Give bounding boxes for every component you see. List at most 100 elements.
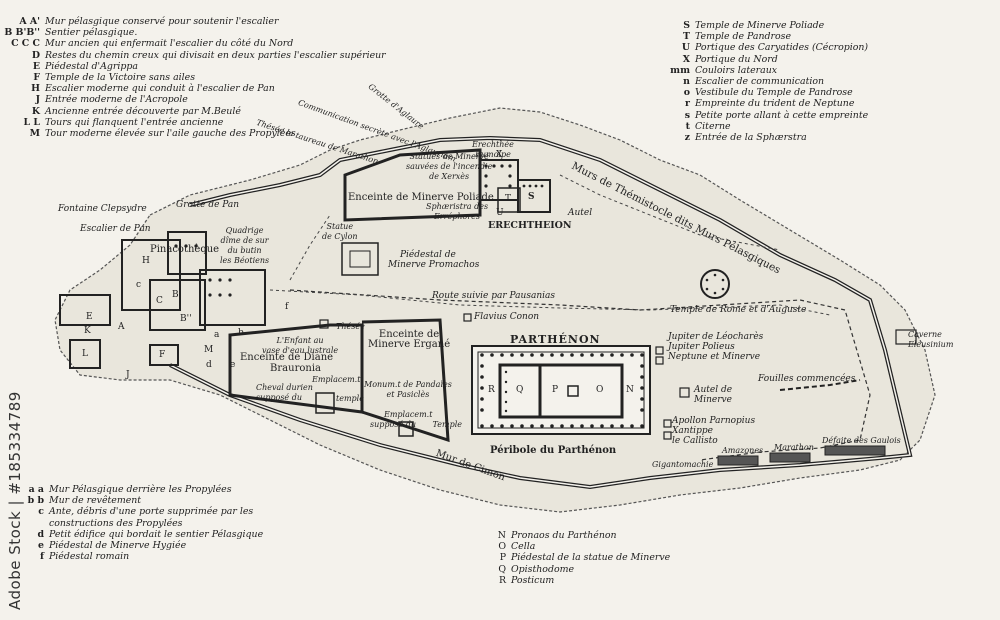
letter-R: R	[488, 385, 495, 395]
south-wall-monuments	[717, 445, 886, 466]
escalier-pan-label: Escalier de Pan	[80, 224, 151, 234]
letter-O: O	[596, 385, 604, 395]
pausanias-route	[269, 289, 831, 316]
letter-M: M	[204, 345, 214, 355]
fouilles-label: Fouilles commencées	[758, 374, 856, 384]
letter-A: A	[118, 322, 125, 332]
enceinte-ergane	[361, 318, 450, 443]
letter-T: T	[505, 194, 512, 204]
letter-P: P	[552, 385, 559, 395]
amazones-label: Amazones	[722, 446, 764, 455]
gaulois-label: Défaite des Gaulois	[822, 436, 901, 445]
enceinte-poliade	[343, 148, 482, 222]
letter-K: K	[84, 326, 91, 336]
letter-N: N	[626, 385, 634, 395]
piedestal-promachos	[341, 242, 379, 276]
emplacement-1-label: Emplacem.t	[312, 375, 361, 384]
temple-1-label: temple	[336, 394, 364, 403]
peribole-label: Péribole du Parthénon	[490, 445, 617, 456]
marathon-label: Marathon	[774, 443, 814, 452]
flavius-label: Flavius Conon	[474, 312, 540, 322]
peribole-boundary	[289, 289, 871, 461]
pinacotheque-label: Pinacothèque	[150, 244, 220, 255]
letter-c: c	[136, 280, 142, 290]
fontaine-label: Fontaine Clepsydre	[58, 204, 147, 214]
grotte-pan-label: Grotte de Pan	[176, 200, 240, 210]
letter-B2: B''	[180, 314, 192, 324]
letter-E: E	[86, 312, 93, 322]
enceinte-diane	[228, 323, 364, 414]
letter-d: d	[206, 360, 212, 370]
letter-e: e	[230, 360, 236, 370]
letter-L: L	[82, 349, 88, 359]
letter-X: X	[496, 150, 503, 160]
route-label: Route suivie par Pausanias	[432, 291, 555, 301]
letter-B: B'	[172, 290, 182, 300]
temple-rome	[700, 269, 730, 299]
parthenon-plan	[471, 345, 651, 435]
erechtheion-label: ERECHTHEION	[488, 220, 572, 231]
enceinte-poliade-label: Enceinte de Minerve Poliade	[348, 192, 494, 203]
letter-Q: Q	[516, 385, 524, 395]
autel-label: Autel	[568, 208, 593, 218]
temple-rome-label: Temple de Rome et d'Auguste	[670, 305, 807, 315]
letter-H: H	[142, 256, 150, 266]
stock-watermark: Adobe Stock | #185334789	[6, 391, 24, 610]
letter-J: J	[126, 370, 130, 380]
letter-U: U	[496, 208, 504, 218]
legend-top-left: A A'Mur pélasgique conservé pour souteni…	[4, 16, 385, 139]
these-small-label: Thésée	[336, 322, 365, 331]
letter-a: a	[214, 330, 220, 340]
parthenon-label: PARTHÉNON	[510, 333, 601, 346]
parthenon-columns	[480, 353, 644, 428]
letter-F: F	[159, 350, 166, 360]
propylees-plan	[59, 231, 266, 369]
legend-entry: B B'B''Sentier pélasgique.	[4, 27, 138, 39]
legend-entry: A A'Mur pélasgique conservé pour souteni…	[19, 16, 279, 27]
